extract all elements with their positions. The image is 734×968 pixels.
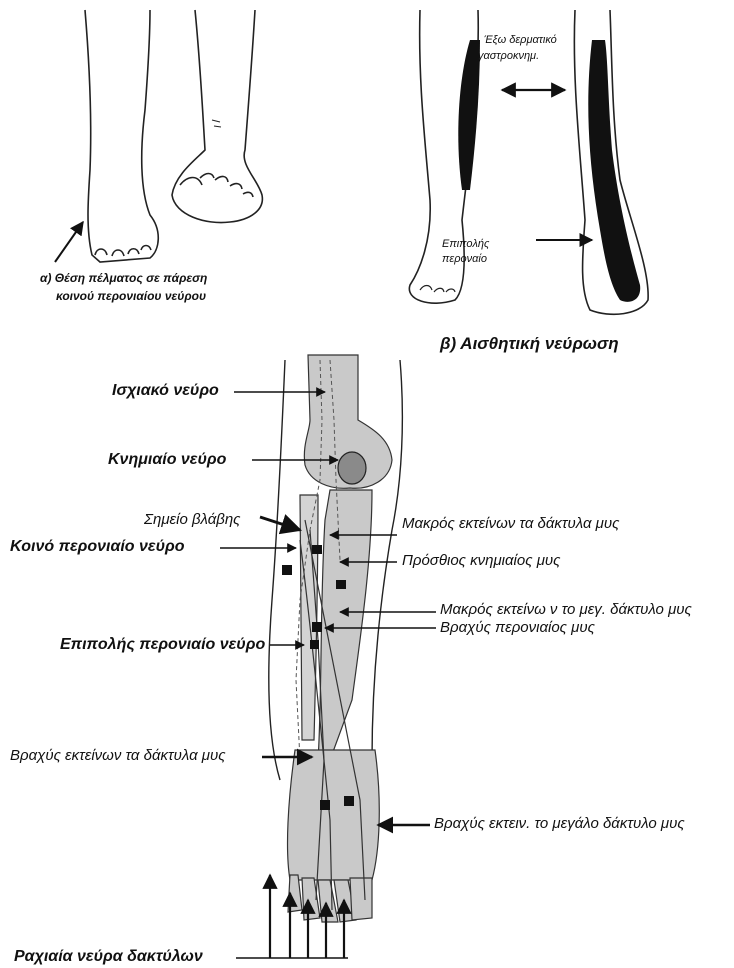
superficial-peroneal-label-2: περοναίο	[442, 253, 487, 265]
extensor-digitorum-longus-label: Μακρός εκτείνων τα δάκτυλα μυς	[402, 516, 619, 533]
tibialis-anterior-label: Πρόσθιος κνημιαίος μυς	[402, 553, 560, 570]
peroneus-brevis-label: Βραχύς περονιαίος μυς	[440, 620, 595, 637]
panel-a-caption-2: κοινού περονιαίου νεύρου	[56, 290, 206, 303]
superficial-peroneal-nerve-label: Επιπολής περονιαίο νεύρο	[60, 636, 265, 654]
common-peroneal-label: Κοινό περονιαίο νεύρο	[10, 538, 185, 556]
panel-b-caption: β) Αισθητική νεύρωση	[440, 335, 619, 354]
drop-foot-arrow	[55, 222, 83, 262]
drop-foot-drawing	[85, 10, 262, 262]
extensor-hallucis-longus-label: Μακρός εκτείνω ν το μεγ. δάκτυλο μυς	[440, 602, 692, 619]
lesion-point-label: Σημείο βλάβης	[144, 512, 240, 529]
leg-anatomy-drawing	[269, 355, 403, 922]
panel-a-caption-1: α) Θέση πέλματος σε πάρεση	[40, 272, 207, 285]
tibial-nerve-label: Κνημιαίο νεύρο	[108, 451, 226, 469]
extensor-hallucis-brevis-label: Βραχύς εκτειν. το μεγάλο δάκτυλο μυς	[434, 816, 685, 833]
extensor-brevis-label: Βραχύς εκτείνων τα δάκτυλα μυς	[10, 748, 226, 765]
sciatic-nerve-label: Ισχιακό νεύρο	[112, 382, 219, 400]
lateral-cutaneous-label-2: γαστροκνημ.	[478, 50, 539, 62]
digital-nerves-label: Ραχιαία νεύρα δακτύλων	[14, 948, 203, 966]
lateral-cutaneous-label-1: Έξω δερματικό	[484, 34, 557, 46]
superficial-peroneal-label-1: Επιπολής	[442, 238, 489, 250]
